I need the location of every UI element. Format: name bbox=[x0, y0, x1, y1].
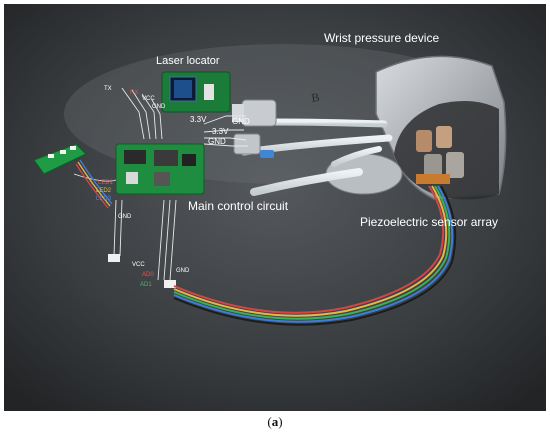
led-board bbox=[33, 143, 87, 175]
label-wires bbox=[73, 87, 248, 281]
caption-open-paren: ( bbox=[267, 414, 272, 429]
photograph: Wrist pressure device Laser locator Main… bbox=[4, 4, 546, 411]
wire-label-gnd-bottom: GND bbox=[176, 268, 190, 274]
label-wrist-pressure-device: Wrist pressure device bbox=[324, 31, 439, 45]
wire-label-gnd-top: GND bbox=[152, 104, 166, 110]
label-main-control-circuit: Main control circuit bbox=[188, 199, 289, 213]
wire-label-gnd-left: GND bbox=[118, 214, 132, 220]
wire-label-rx: RX bbox=[130, 90, 138, 96]
main-control-board bbox=[115, 143, 205, 195]
figure-caption: (a) bbox=[0, 414, 550, 430]
wire-label-vcc-bottom: VCC bbox=[132, 262, 145, 268]
wire-label-3v3-b: 3.3V bbox=[212, 127, 229, 136]
label-piezoelectric-sensor-array: Piezoelectric sensor array bbox=[360, 215, 498, 229]
caption-close-paren: ) bbox=[278, 414, 283, 429]
wrist-pressure-device bbox=[325, 55, 507, 200]
annotation-letter: B bbox=[310, 90, 320, 105]
caption-letter: a bbox=[271, 414, 279, 429]
laser-locator-board bbox=[161, 71, 231, 113]
sensor-cable bbox=[173, 185, 457, 326]
connector-bottom bbox=[164, 280, 176, 288]
wire-label-3v3-a: 3.3V bbox=[190, 115, 207, 124]
wire-label-gnd-a: GND bbox=[232, 117, 250, 126]
air-pump bbox=[232, 99, 277, 127]
led-cable bbox=[75, 159, 113, 209]
wire-label-tx: TX bbox=[104, 86, 112, 92]
connector-left bbox=[108, 254, 120, 262]
wire-label-led3: LED3 bbox=[96, 196, 112, 202]
wire-label-ad1: AD1 bbox=[140, 282, 152, 288]
wire-label-gnd-b: GND bbox=[208, 137, 226, 146]
wire-label-vcc-top: VCC bbox=[142, 96, 155, 102]
wire-label-led1: LED1 bbox=[98, 180, 114, 186]
wire-label-led2: LED2 bbox=[96, 188, 112, 194]
wire-label-ad0: AD0 bbox=[142, 272, 154, 278]
label-laser-locator: Laser locator bbox=[156, 55, 220, 67]
